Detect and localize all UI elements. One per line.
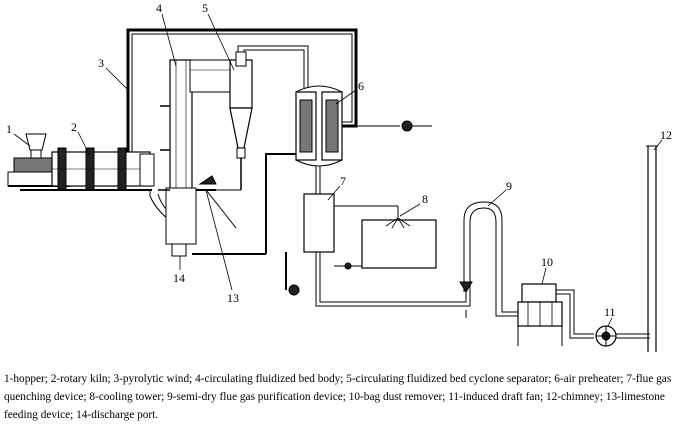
flue-gas-quenching-device (285, 193, 362, 296)
induced-draft-fan (595, 325, 650, 347)
callout-labels: 1 2 3 4 5 6 7 8 9 10 11 12 13 14 (6, 1, 672, 319)
hot-air-return-duct (192, 153, 296, 255)
callout-5: 5 (202, 1, 208, 15)
air-preheater (295, 85, 432, 167)
callout-3: 3 (98, 56, 104, 70)
duct-to-purification (315, 252, 471, 307)
flue-gas-duct (237, 45, 309, 88)
callout-6: 6 (358, 79, 364, 93)
callout-4: 4 (156, 1, 162, 15)
callout-14: 14 (173, 271, 185, 285)
callout-9: 9 (506, 179, 512, 193)
duct-to-quencher (315, 166, 321, 194)
callout-10: 10 (541, 255, 553, 269)
bag-dust-remover (517, 283, 594, 346)
leader-lines (13, 13, 663, 327)
process-flow-diagram: 1 2 3 4 5 6 7 8 9 10 11 12 13 14 (6, 1, 672, 352)
semi-dry-purification-device (459, 201, 503, 318)
figure-caption: 1-hopper; 2-rotary kiln; 3-pyrolytic win… (4, 373, 672, 421)
callout-1: 1 (6, 122, 12, 136)
callout-7: 7 (340, 174, 346, 188)
limestone-feeding-device (196, 175, 237, 229)
chimney (646, 145, 658, 352)
callout-13: 13 (227, 291, 239, 305)
callout-2: 2 (71, 120, 77, 134)
cyclone-separator (206, 51, 253, 191)
cooling-tower (361, 205, 437, 269)
callout-11: 11 (604, 305, 616, 319)
callout-12: 12 (660, 128, 672, 142)
rotary-kiln (20, 147, 155, 191)
callout-8: 8 (422, 192, 428, 206)
circulating-fluidized-bed-body (158, 59, 235, 257)
